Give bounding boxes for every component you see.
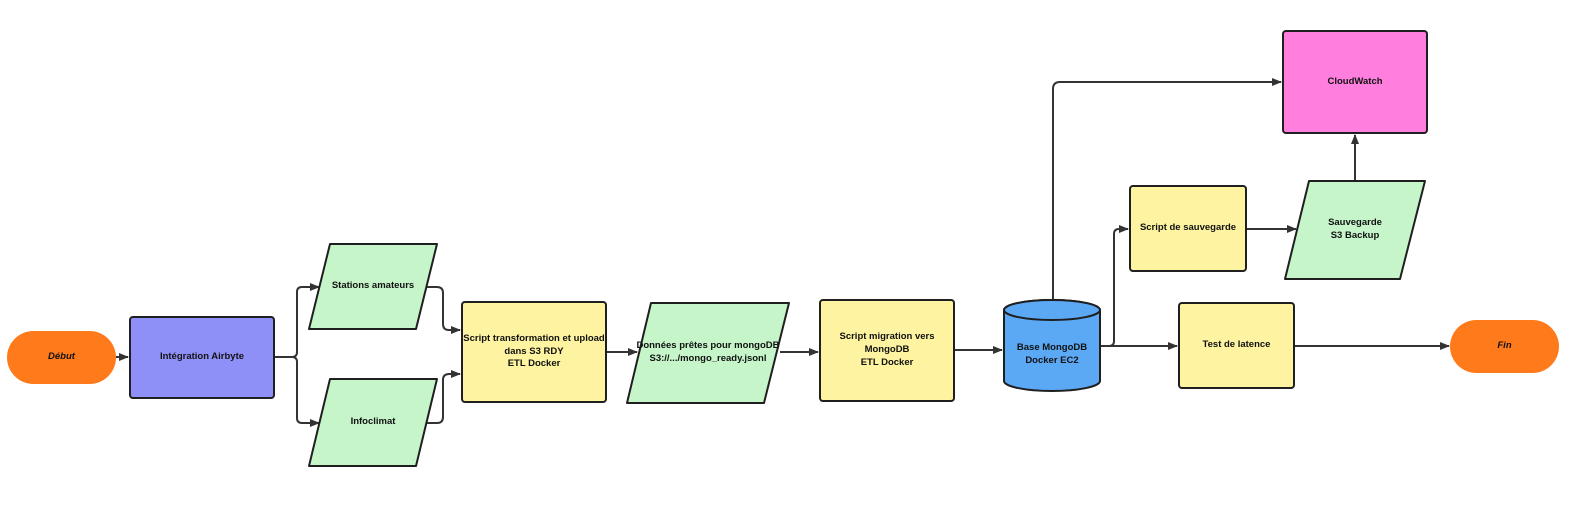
mongodb-database[interactable]: Base MongoDB Docker EC2 <box>1003 299 1101 392</box>
stations-label: Stations amateurs <box>331 280 415 292</box>
cloudwatch-label: CloudWatch <box>1327 75 1383 87</box>
sauvegarde-label: Sauvegarde S3 Backup <box>1328 217 1382 241</box>
infoclimat-data-node[interactable]: Infoclimat <box>308 378 438 467</box>
script-sauvegarde-process[interactable]: Script de sauvegarde <box>1129 185 1247 272</box>
airbyte-process[interactable]: Intégration Airbyte <box>129 316 275 399</box>
edge-stations-transform <box>427 286 461 334</box>
infoclimat-label: Infoclimat <box>350 416 396 428</box>
mongodb-label: Base MongoDB Docker EC2 <box>1016 341 1088 366</box>
migration-label: Script migration vers MongoDB ETL Docker <box>839 331 935 368</box>
donnees-label: Données prêtes pour mongoDB S3://.../mon… <box>636 340 780 364</box>
edge-infoclimat-transform <box>427 370 461 424</box>
stations-data-node[interactable]: Stations amateurs <box>308 243 438 330</box>
debut-terminal[interactable]: Début <box>7 331 116 384</box>
airbyte-label: Intégration Airbyte <box>159 351 245 363</box>
edge-mongodb-cloudwatch <box>1052 78 1282 301</box>
debut-label: Début <box>48 351 75 363</box>
transform-process[interactable]: Script transformation et upload dans S3 … <box>461 301 607 403</box>
fin-terminal[interactable]: Fin <box>1450 320 1559 373</box>
script-sauvegarde-label: Script de sauvegarde <box>1139 222 1237 234</box>
latence-process[interactable]: Test de latence <box>1178 302 1295 389</box>
migration-process[interactable]: Script migration vers MongoDB ETL Docker <box>819 299 955 402</box>
donnees-data-node[interactable]: Données prêtes pour mongoDB S3://.../mon… <box>626 302 790 404</box>
fin-label: Fin <box>1497 340 1512 352</box>
edge-airbyte-infoclimat <box>275 356 320 427</box>
transform-label: Script transformation et upload dans S3 … <box>463 332 605 370</box>
sauvegarde-data-node[interactable]: Sauvegarde S3 Backup <box>1284 180 1426 280</box>
cloudwatch-monitor[interactable]: CloudWatch <box>1282 30 1428 134</box>
edge-mongodb-sauvegarde-script <box>1101 225 1129 347</box>
latence-label: Test de latence <box>1202 339 1271 351</box>
